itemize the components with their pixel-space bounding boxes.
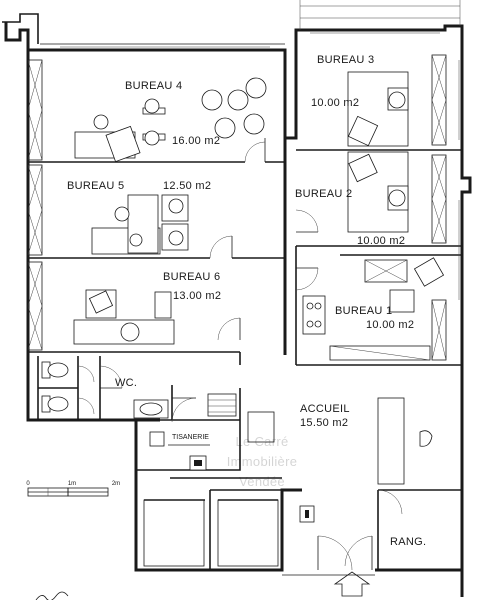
room-area-bureau2: 10.00 m2 (357, 235, 405, 247)
door-rang[interactable] (377, 489, 403, 515)
room-labels: BUREAU 4 16.00 m2 BUREAU 3 10.00 m2 BURE… (67, 54, 426, 548)
agency-watermark: Le Carré Immobilière Vendée (227, 434, 297, 489)
room-area-bureau3: 10.00 m2 (311, 97, 359, 109)
scale-bar: 0 1m 2m (26, 481, 120, 497)
door-bureau4[interactable] (244, 138, 266, 163)
accueil-furniture (247, 397, 433, 523)
watermark-line2: Immobilière (227, 454, 297, 469)
door-bureau5[interactable] (209, 235, 233, 259)
scale-label-one: 1m (68, 481, 76, 487)
room-name-bureau3: BUREAU 3 (317, 54, 374, 66)
door-tisanerie[interactable] (171, 397, 197, 423)
wc-fixtures (41, 361, 169, 419)
windows (60, 32, 460, 300)
room-name-bureau6: BUREAU 6 (163, 271, 220, 283)
lower-blocks (143, 499, 279, 567)
room-area-bureau1: 10.00 m2 (366, 319, 414, 331)
bureau5-furniture (91, 194, 189, 255)
scale-label-two: 2m (112, 481, 120, 487)
tisanerie-fixtures (149, 393, 237, 471)
bureau2-furniture (347, 151, 409, 233)
bureau3-furniture (347, 71, 409, 147)
bureau6-furniture (73, 289, 175, 345)
scribble-mark (35, 591, 69, 600)
interior-walls (28, 138, 462, 570)
door-wc-cubicle-1[interactable] (77, 365, 95, 383)
room-name-bureau2: BUREAU 2 (295, 188, 352, 200)
room-name-bureau5: BUREAU 5 (67, 180, 124, 192)
watermark-line3: Vendée (239, 474, 285, 489)
door-bureau1[interactable] (295, 267, 319, 291)
room-area-bureau5: 12.50 m2 (163, 180, 211, 192)
room-area-accueil: 15.50 m2 (300, 417, 348, 429)
door-entrance[interactable] (317, 535, 373, 571)
watermark-line1: Le Carré (236, 434, 289, 449)
room-name-rang: RANG. (390, 536, 426, 548)
room-area-bureau6: 13.00 m2 (173, 290, 221, 302)
scale-label-zero: 0 (26, 481, 30, 487)
entrance-arrow (333, 571, 371, 597)
door-wc[interactable] (99, 365, 123, 389)
room-name-bureau1: BUREAU 1 (335, 305, 392, 317)
room-area-bureau4: 16.00 m2 (172, 135, 220, 147)
door-wc-cubicle-2[interactable] (77, 397, 95, 415)
door-bureau6[interactable] (217, 317, 241, 341)
bureau4-furniture (74, 77, 267, 163)
bureau1-furniture (302, 257, 445, 361)
storage-closets (27, 54, 447, 361)
door-bureau2[interactable] (295, 209, 319, 233)
room-name-tisanerie: TISANERIE (172, 434, 209, 441)
room-name-bureau4: BUREAU 4 (125, 80, 182, 92)
doors (77, 138, 403, 571)
room-name-accueil: ACCUEIL (300, 403, 350, 415)
room-name-wc: WC. (115, 377, 137, 389)
